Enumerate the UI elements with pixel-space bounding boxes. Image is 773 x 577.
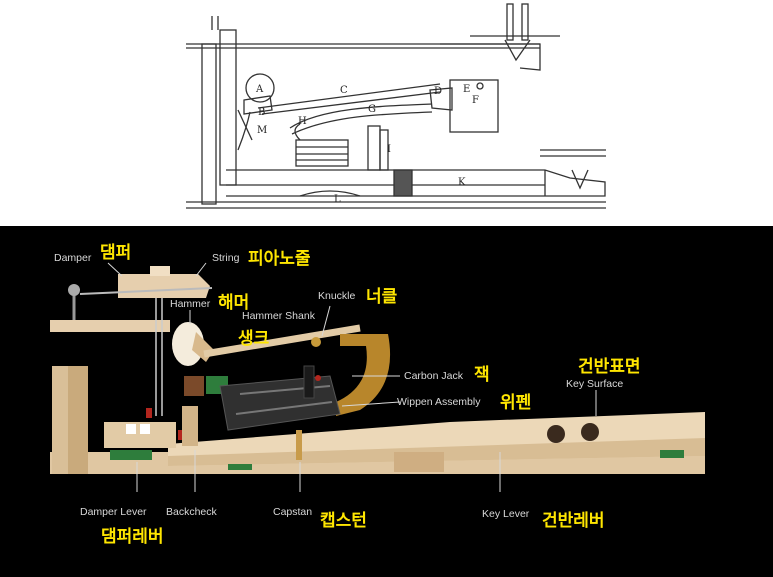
sketch-letter-c: C	[340, 85, 348, 96]
damper-block	[118, 274, 210, 298]
historical-action-sketch: A B M C G H D E F I K L	[0, 0, 773, 226]
label-knuckle-en: Knuckle	[318, 290, 356, 302]
sketch-letter-m: M	[257, 125, 267, 136]
brass-flange	[336, 334, 391, 416]
sketch-drawing: A B M C G H D E F I K L	[186, 3, 606, 209]
label-carbon-jack-ko: 잭	[474, 365, 490, 385]
label-hammer-ko: 해머	[218, 293, 250, 313]
label-key-lever-ko: 건반레버	[542, 511, 605, 531]
label-capstan-en: Capstan	[273, 506, 313, 518]
label-key-surface-ko: 건반표면	[578, 357, 641, 377]
sketch-letter-d: D	[434, 86, 442, 97]
label-key-surface-en: Key Surface	[566, 378, 624, 390]
label-hammer-en: Hammer	[170, 298, 211, 310]
hammer-shank	[203, 324, 361, 358]
label-wippen-assembly-ko: 위펜	[500, 393, 532, 413]
sketch-letter-i: I	[387, 144, 391, 155]
sketch-letter-b: B	[258, 107, 265, 118]
damper-rail	[50, 320, 170, 332]
label-damper-en: Damper	[54, 252, 92, 264]
label-damper-lever-en: Damper Lever	[80, 506, 147, 518]
sketch-letter-f: F	[472, 95, 479, 106]
backcheck-shape	[182, 406, 198, 446]
label-string-ko: 피아노줄	[248, 249, 311, 269]
label-hammer-shank-ko: 생크	[238, 329, 270, 349]
sketch-letter-h: H	[298, 116, 307, 127]
label-key-lever-en: Key Lever	[482, 508, 530, 520]
action-drawing	[50, 262, 705, 492]
knuckle-shape	[311, 337, 321, 347]
label-damper-lever-ko: 댐퍼레버	[101, 527, 164, 547]
sketch-letter-e: E	[463, 84, 470, 95]
key-weight-2	[581, 423, 599, 441]
label-damper-ko: 댐퍼	[100, 243, 132, 263]
label-hammer-shank-en: Hammer Shank	[242, 310, 315, 322]
label-string-en: String	[212, 252, 240, 264]
sketch-letter-k: K	[458, 177, 466, 188]
label-wippen-assembly-en: Wippen Assembly	[397, 396, 481, 408]
modern-action-illustration: Damper String Hammer Hammer Shank Knuckl…	[0, 226, 773, 577]
sketch-letter-a: A	[255, 84, 264, 95]
key-weight-1	[547, 425, 565, 443]
label-knuckle-ko: 너클	[366, 287, 398, 307]
label-carbon-jack-en: Carbon Jack	[404, 370, 463, 382]
label-capstan-ko: 캡스턴	[320, 511, 367, 531]
string-line	[79, 287, 213, 295]
capstan-pin	[296, 430, 302, 460]
sketch-letter-l: L	[334, 194, 341, 205]
label-backcheck-en: Backcheck	[166, 506, 217, 518]
sketch-letter-g: G	[368, 104, 376, 115]
